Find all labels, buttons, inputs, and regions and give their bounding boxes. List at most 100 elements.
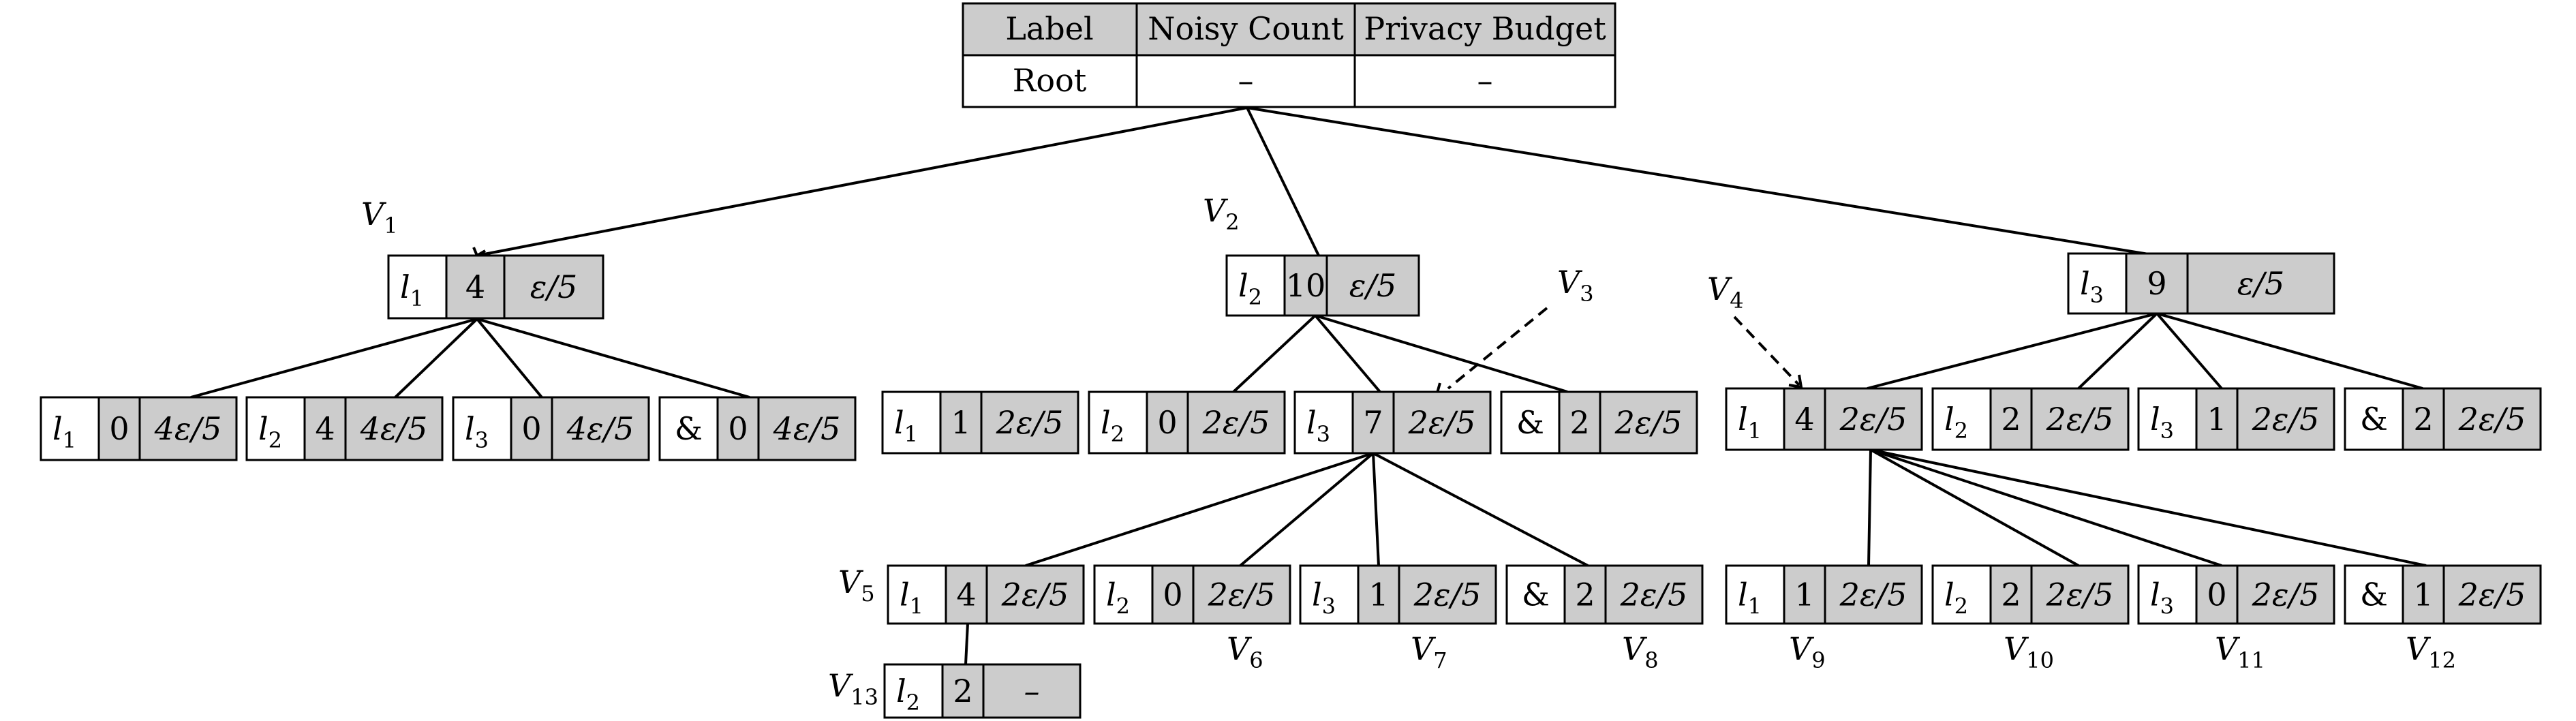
node-e4-budget: 2ε/5 [2458,577,2526,613]
edge-l3-c1 [1867,312,2158,390]
node-v2r-budget-cell [2186,252,2335,315]
vertex-labels: V1 V2 V3 V4 V5 V6 V7 V8 V9 V10 V11 V12 V… [361,192,2456,710]
root-cell-label [962,54,1138,108]
node-d4-count-cell [1563,564,1607,625]
node-e2-label: l2 [1944,577,1968,619]
tree-edges [190,106,2427,665]
node-c3-label: l3 [2150,401,2174,444]
edge-root-v2 [1246,107,1320,256]
node-c1-budget-cell [1824,387,1923,451]
pointer-v3 [1447,307,1548,390]
node-a2-label: l2 [258,410,282,453]
node-v1-count: 4 [465,269,485,305]
node-e4-label: & [2360,577,2388,613]
node-e2-label-cell [1931,564,1992,625]
edge-v1-a4 [476,318,750,399]
node-v1-label: l1 [400,269,424,311]
node-a2-budget-cell [344,396,444,461]
node-a3-count-cell [510,396,553,461]
node-b1-label: l1 [894,404,918,447]
node-v2r-label: l3 [2080,265,2104,308]
node-d2-budget: 2ε/5 [1208,577,1276,613]
header-cell-budget [1353,2,1616,57]
edge-l3-c2 [2077,312,2158,390]
node-f1-budget: – [1024,673,1040,709]
node-a3-budget-cell [551,396,650,461]
root-budget-text: – [1477,62,1493,99]
node-d3-count: 1 [1368,577,1388,613]
arrowhead-v4 [1788,374,1803,389]
edge-v2-b2 [1232,314,1317,393]
node-d2-label: l2 [1106,577,1130,619]
node-d1-budget-cell [985,564,1085,625]
node-b1-label-cell [881,390,942,455]
node-b3-label: l3 [1306,404,1330,447]
node-c4-label: & [2360,401,2388,438]
edge-d1-f1 [964,623,969,665]
vertex-label-v2: V2 [1203,192,1240,235]
node-e1-budget-cell [1824,564,1923,625]
node-b1-budget-cell [980,390,1079,455]
node-b4-count: 2 [1569,404,1589,441]
vertex-label-v10: V10 [2004,630,2054,673]
node-d4-label: & [1522,577,1550,613]
vertex-label-v9: V9 [1789,630,1826,673]
node-d2: l2 0 2ε/5 [1093,564,1291,625]
node-c3-budget-cell [2236,387,2335,451]
node-e2-count-cell [1989,564,2033,625]
node-a4-budget-cell [757,396,857,461]
node-a2-budget: 4ε/5 [360,410,428,447]
node-a1-budget-cell [138,396,238,461]
edge-b3-d4 [1373,452,1589,567]
node-e2-budget-cell [2030,564,2130,625]
node-a3-count: 0 [521,410,541,447]
node-e4-count: 1 [2413,577,2433,613]
edge-root-l3 [1246,106,2158,257]
edge-b3-d3 [1372,452,1380,566]
header-label-text: Label [1005,10,1093,47]
node-b2-label: l2 [1101,404,1124,447]
edge-l3-c4 [2156,312,2423,390]
node-d1-label-cell [887,564,947,625]
node-d4-label-cell [1505,564,1566,625]
node-a2-label-cell [245,396,306,461]
node-b1-count: 1 [951,404,970,441]
node-f1-budget-cell [982,663,1082,719]
node-c4-budget: 2ε/5 [2458,401,2526,438]
vertex-label-v7: V7 [1411,630,1447,673]
node-a1-label: l1 [52,410,76,453]
node-d1-budget: 2ε/5 [1001,577,1069,613]
node-c2-budget-cell [2030,387,2130,451]
node-b1-count-cell [939,390,983,455]
edge-l3-c3 [2156,312,2223,390]
vertex-label-v12: V12 [2406,630,2456,673]
node-d2-count: 0 [1163,577,1182,613]
node-a4-count: 0 [728,410,748,447]
node-v2-label-cell [1225,254,1286,317]
node-e1-label: l1 [1738,577,1762,619]
node-c1-budget: 2ε/5 [1839,401,1907,438]
root-table: Label Noisy Count Privacy Budget Root – … [962,2,1616,108]
node-v2-budget-cell [1325,254,1420,317]
root-cell-budget [1353,54,1616,108]
node-e3-budget-cell [2236,564,2335,625]
node-b4-count-cell [1558,390,1601,455]
node-b4-budget: 2ε/5 [1614,404,1683,441]
node-c1-label-cell [1725,387,1785,451]
node-b2-label-cell [1088,390,1148,455]
edge-b3-d2 [1239,452,1375,567]
node-d3-budget-cell [1398,564,1497,625]
